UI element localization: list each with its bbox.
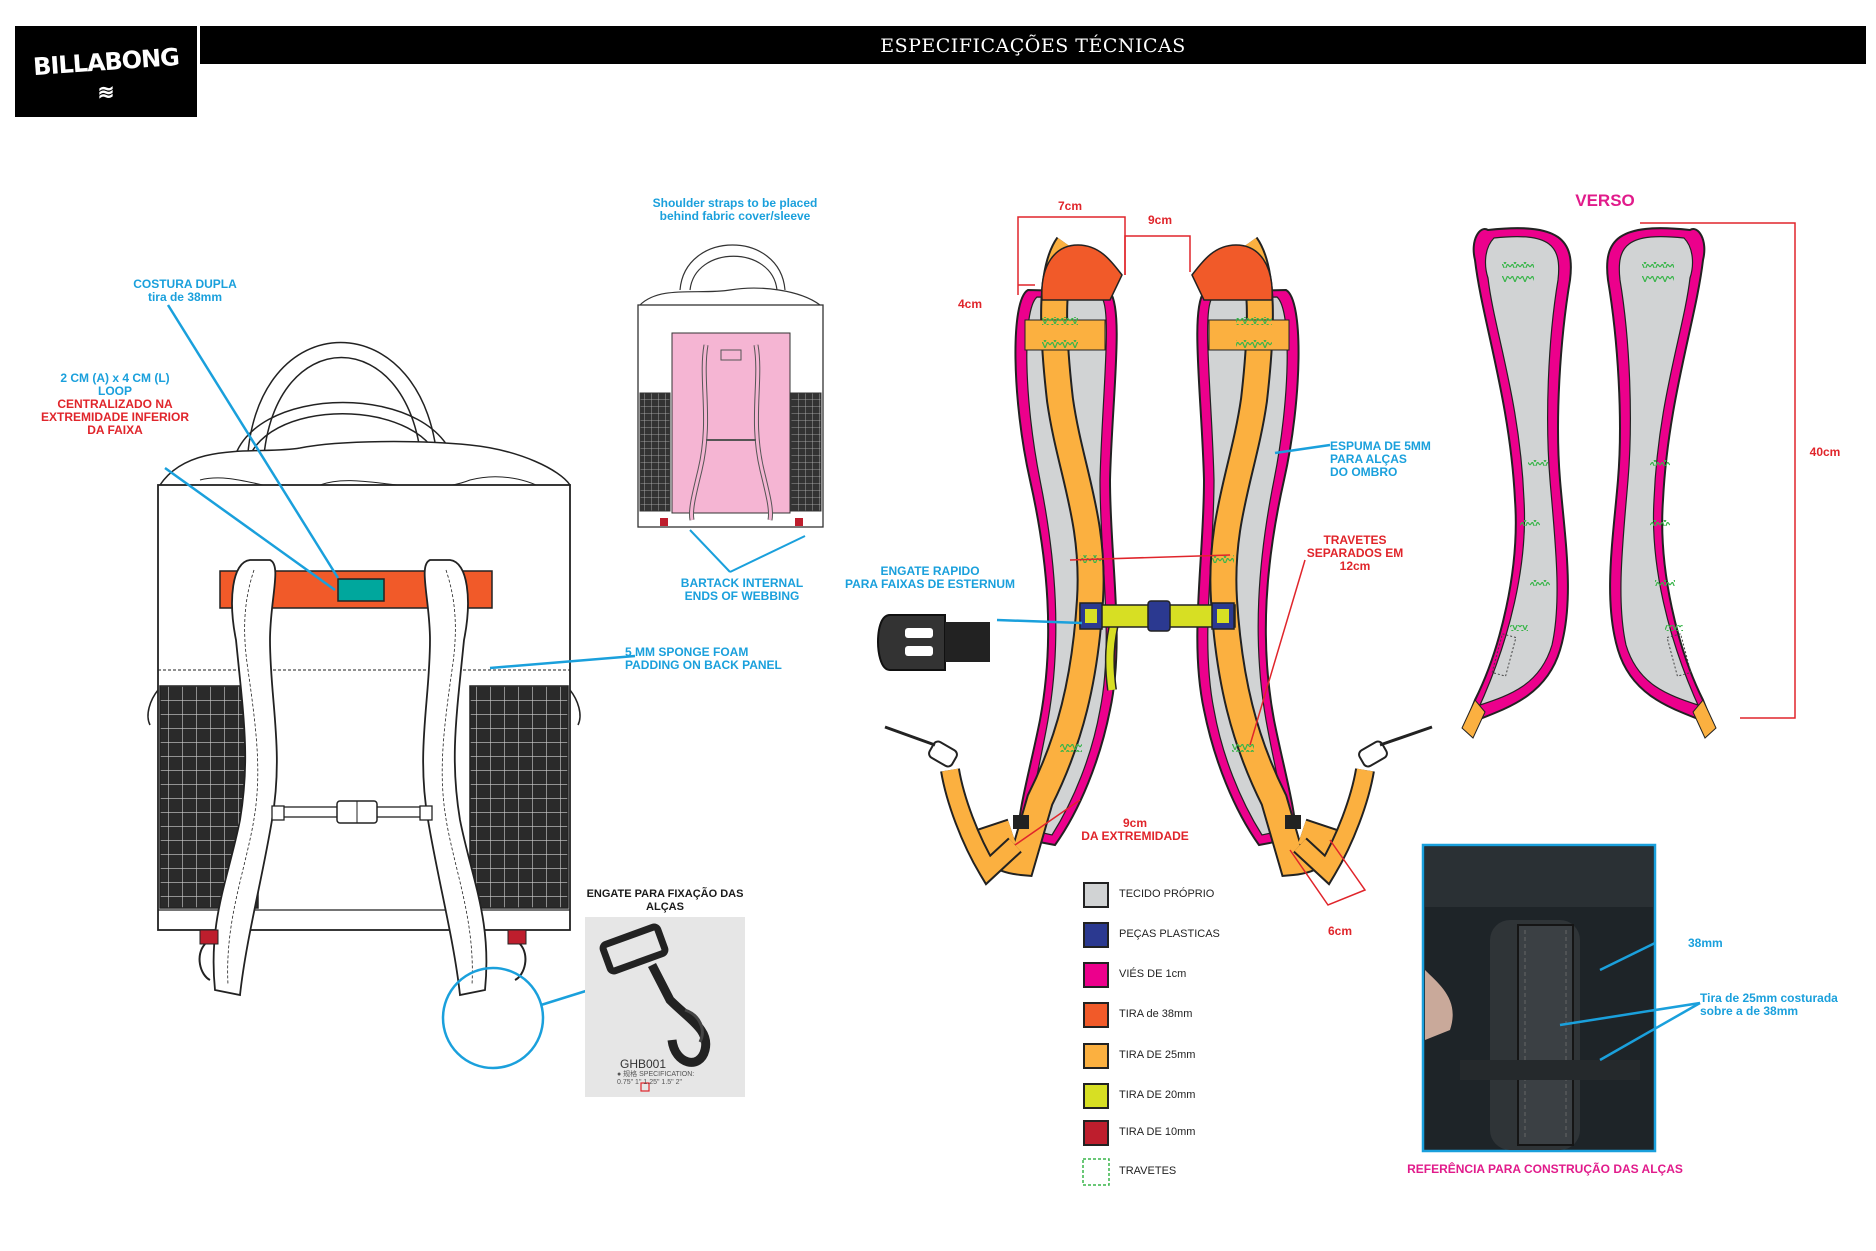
legend-label: PEÇAS PLASTICAS	[1119, 928, 1220, 940]
legend-swatch	[1083, 1002, 1109, 1028]
label-ref-38mm: 38mm	[1688, 936, 1723, 950]
legend-label: VIÉS DE 1cm	[1119, 968, 1187, 980]
verso-straps	[1461, 227, 1717, 739]
legend-swatch	[1083, 922, 1109, 948]
label-sponge-foam: 5 MM SPONGE FOAM PADDING ON BACK PANEL	[625, 645, 782, 672]
label-costura-dupla: COSTURA DUPLA tira de 38mm	[133, 277, 237, 304]
backpack-front-sketch	[637, 244, 824, 528]
leader-lines-photo	[1559, 941, 1701, 1062]
hook-photo	[585, 917, 745, 1097]
legend-label: TRAVETES	[1119, 1165, 1177, 1177]
legend-label: TIRA de 38mm	[1119, 1008, 1193, 1020]
shoulder-straps-front	[884, 236, 1433, 886]
legend-label: TIRA DE 25mm	[1119, 1049, 1196, 1061]
leader-lines-sketch	[689, 529, 806, 573]
label-dim-7cm: 7cm	[1057, 199, 1083, 213]
label-dim-6cm: 6cm	[1327, 924, 1353, 938]
legend-swatch	[1083, 1083, 1109, 1109]
label-bartack: BARTACK INTERNAL ENDS OF WEBBING	[680, 576, 804, 603]
label-shoulder-straps: Shoulder straps to be placed behind fabr…	[652, 196, 818, 223]
label-verso: VERSO	[1575, 191, 1635, 210]
reference-photo	[1421, 843, 1657, 1153]
label-dim-9cm-top: 9cm	[1147, 213, 1173, 227]
label-espuma: ESPUMA DE 5MM PARA ALÇAS DO OMBRO	[1330, 439, 1431, 479]
label-referencia: REFERÊNCIA PARA CONSTRUÇÃO DAS ALÇAS	[1407, 1162, 1683, 1176]
backpack-back-view	[147, 341, 581, 997]
label-ghb-code: GHB001	[620, 1057, 667, 1071]
brand-logo: BILLABONG ≋	[15, 26, 197, 117]
leader-lines-center	[996, 443, 1331, 625]
label-dim-4cm: 4cm	[957, 297, 983, 311]
leader-lines-left	[164, 304, 636, 1070]
label-travetes: TRAVETES SEPARADOS EM 12cm	[1306, 533, 1404, 573]
brand-mark-icon: ≋	[97, 82, 115, 104]
label-ref-tira25: Tira de 25mm costurada sobre a de 38mm	[1700, 991, 1838, 1018]
page-title: ESPECIFICAÇÕES TÉCNICAS	[200, 26, 1866, 64]
legend-label: TIRA DE 10mm	[1119, 1126, 1196, 1138]
label-engate-alcas: ENGATE PARA FIXAÇÃO DAS ALÇAS	[586, 888, 744, 913]
label-engate-rapido: ENGATE RAPIDO PARA FAIXAS DE ESTERNUM	[844, 564, 1015, 591]
label-dim-40cm: 40cm	[1809, 445, 1841, 459]
legend-swatch	[1083, 1120, 1109, 1146]
legend-label: TECIDO PRÓPRIO	[1119, 888, 1215, 900]
travetes-legend-icon	[1082, 1158, 1110, 1186]
legend-swatch	[1083, 1043, 1109, 1069]
label-loop: 2 CM (A) x 4 CM (L) LOOP CENTRALIZADO NA…	[40, 371, 189, 437]
dimension-lines	[1014, 216, 1796, 906]
legend-label: TIRA DE 20mm	[1119, 1089, 1196, 1101]
legend-swatch	[1083, 882, 1109, 908]
buckle-icon	[876, 614, 990, 671]
label-ghb-spec: ● 规格 SPECIFICATION: 0.75" 1" 1.25" 1.5" …	[617, 1071, 695, 1086]
legend-swatch	[1083, 962, 1109, 988]
label-da-extremidade: 9cm DA EXTREMIDADE	[1081, 816, 1189, 843]
